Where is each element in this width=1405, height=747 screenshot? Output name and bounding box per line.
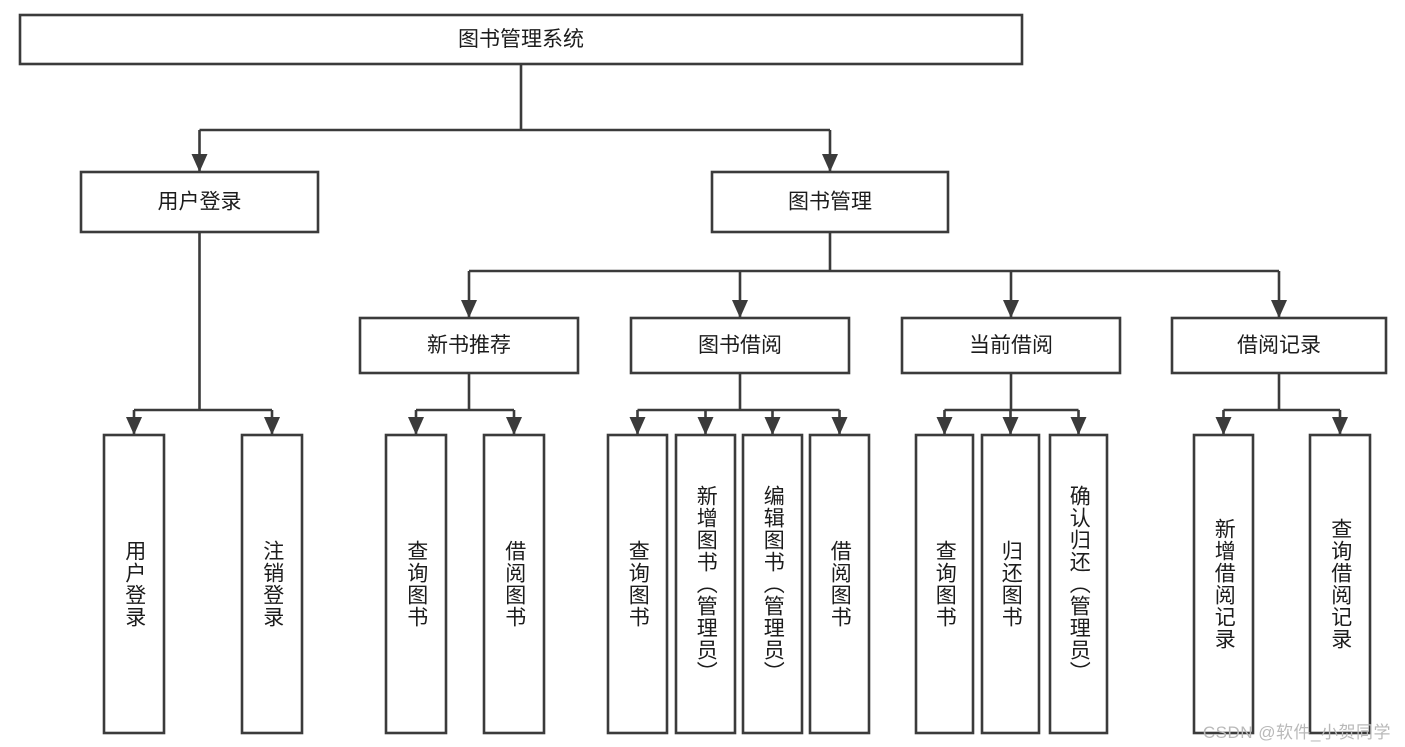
arrow-head-icon <box>408 417 424 435</box>
arrow-head-icon <box>1003 300 1019 318</box>
arrow-head-icon <box>936 417 953 435</box>
arrow-head-icon <box>822 154 838 172</box>
arrow-head-icon <box>264 417 280 435</box>
level3-node-current-borrow-box[interactable] <box>900 316 1122 375</box>
level3-node-book-borrow-label: 图书借阅 <box>698 334 782 357</box>
level3-node-new-book-recommend-label: 新书推荐 <box>427 334 511 357</box>
watermark-text: CSDN @软件_小贺同学 <box>1202 723 1391 742</box>
leaf-node-leaf-return-book-box[interactable] <box>980 433 1041 735</box>
boxes-layer <box>18 13 1388 735</box>
arrow-head-icon <box>732 300 748 318</box>
leaf-node-leaf-query-book-3-box[interactable] <box>914 433 975 735</box>
arrow-head-icon <box>1271 300 1287 318</box>
arrow-head-icon <box>126 417 142 435</box>
leaf-node-leaf-add-borrow-record-box[interactable] <box>1192 433 1255 735</box>
leaf-node-leaf-add-book-box[interactable] <box>674 433 737 735</box>
level3-node-new-book-recommend-box[interactable] <box>358 316 580 375</box>
level2-node-user-login-box[interactable] <box>79 170 320 234</box>
leaf-node-leaf-query-borrow-record-box[interactable] <box>1308 433 1372 735</box>
level3-node-borrow-record-box[interactable] <box>1170 316 1388 375</box>
arrow-head-icon <box>764 417 781 435</box>
arrow-head-icon <box>1332 417 1348 435</box>
arrow-head-icon <box>1070 417 1087 435</box>
level3-node-current-borrow-label: 当前借阅 <box>969 334 1053 357</box>
arrow-head-icon <box>191 154 208 172</box>
root-node-box[interactable] <box>18 13 1024 66</box>
leaf-node-leaf-user-logout-box[interactable] <box>240 433 304 735</box>
level2-node-book-manage-box[interactable] <box>710 170 950 234</box>
leaf-node-leaf-borrow-book-1-box[interactable] <box>482 433 546 735</box>
arrow-head-icon <box>1215 417 1232 435</box>
arrow-head-icon <box>461 300 477 318</box>
level3-node-borrow-record-label: 借阅记录 <box>1237 334 1321 357</box>
arrow-head-icon <box>629 417 646 435</box>
leaf-node-leaf-query-book-2-box[interactable] <box>606 433 669 735</box>
leaf-node-leaf-user-login-box[interactable] <box>102 433 166 735</box>
arrow-head-icon <box>831 417 848 435</box>
level2-node-book-manage-label: 图书管理 <box>788 191 872 214</box>
leaf-node-leaf-query-book-1-box[interactable] <box>384 433 448 735</box>
arrow-head-icon <box>506 417 522 435</box>
level2-node-user-login-label: 用户登录 <box>158 191 242 214</box>
leaf-node-leaf-confirm-return-box[interactable] <box>1048 433 1109 735</box>
root-node-label: 图书管理系统 <box>458 28 584 51</box>
arrow-head-icon <box>1002 417 1019 435</box>
leaf-node-leaf-edit-book-box[interactable] <box>741 433 804 735</box>
leaf-node-leaf-borrow-book-2-box[interactable] <box>808 433 871 735</box>
connectors-layer <box>126 64 1348 435</box>
arrow-head-icon <box>697 417 714 435</box>
level3-node-book-borrow-box[interactable] <box>629 316 851 375</box>
